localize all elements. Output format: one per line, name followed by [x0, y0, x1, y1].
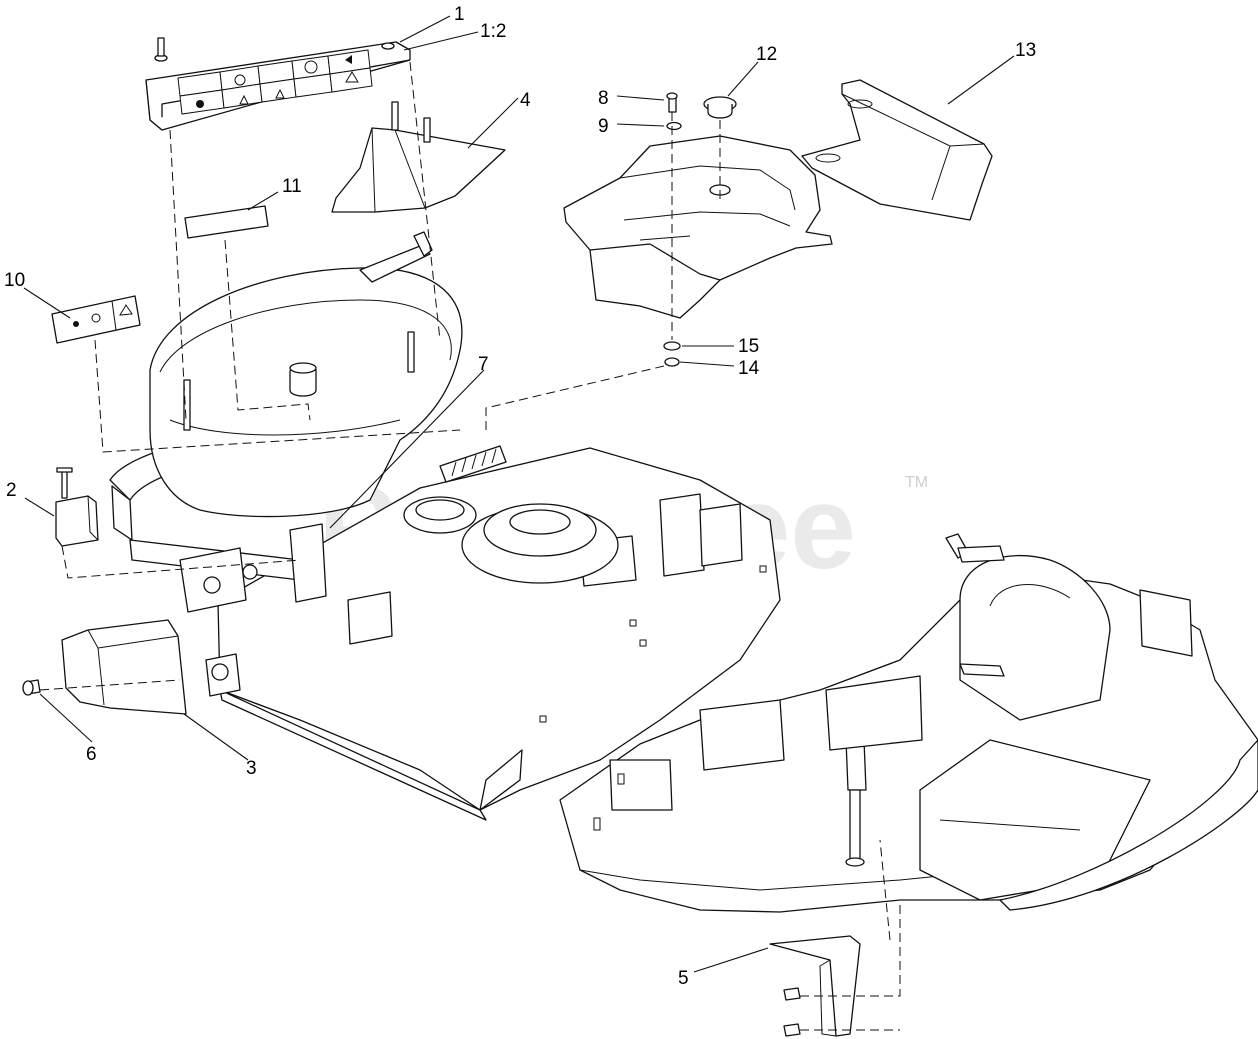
screw-1	[154, 37, 395, 62]
part-6-bolt	[22, 679, 41, 696]
callout-1: 1	[454, 4, 465, 25]
callout-4: 4	[520, 90, 531, 111]
part-2-cover	[55, 467, 99, 547]
callout-7: 7	[478, 354, 489, 375]
callout-9: 9	[598, 116, 609, 137]
callout-10: 10	[4, 270, 25, 291]
part-9-washer	[666, 121, 682, 131]
part-13-bracket	[801, 79, 993, 221]
part-3-guard	[61, 619, 187, 715]
part-4-deflector	[331, 101, 506, 213]
right-deck	[559, 533, 1258, 913]
watermark-trademark: TM	[905, 474, 928, 491]
callout-15: 15	[738, 336, 759, 357]
callout-8: 8	[598, 88, 609, 109]
decal-symbols	[177, 49, 373, 115]
part-10-warning-decal	[51, 295, 141, 344]
alignment-lines	[39, 61, 901, 1031]
callout-5: 5	[678, 968, 689, 989]
callout-11: 11	[282, 176, 302, 197]
part-5-bracket	[769, 935, 861, 1037]
callout-13: 13	[1015, 40, 1036, 61]
upper-cover-assembly	[563, 92, 833, 367]
part-14-nut	[664, 357, 680, 367]
callout-labels: 1 1:2 4 11 10 8 9 12 13 15 14 7 2 6 3 5	[4, 4, 1036, 989]
main-deck-left	[109, 231, 781, 821]
part-1-decal-plate	[145, 37, 411, 131]
callout-2: 2	[6, 480, 17, 501]
callout-3: 3	[246, 758, 257, 779]
part-15-washer	[663, 341, 681, 351]
callout-1-2: 1:2	[480, 21, 506, 42]
callout-leaders	[23, 15, 1015, 973]
part-11-decal	[184, 205, 269, 239]
part-8-screw	[666, 92, 678, 113]
callout-12: 12	[756, 44, 777, 65]
callout-14: 14	[738, 358, 760, 379]
callout-6: 6	[86, 744, 97, 765]
part-12-plug	[703, 96, 737, 119]
